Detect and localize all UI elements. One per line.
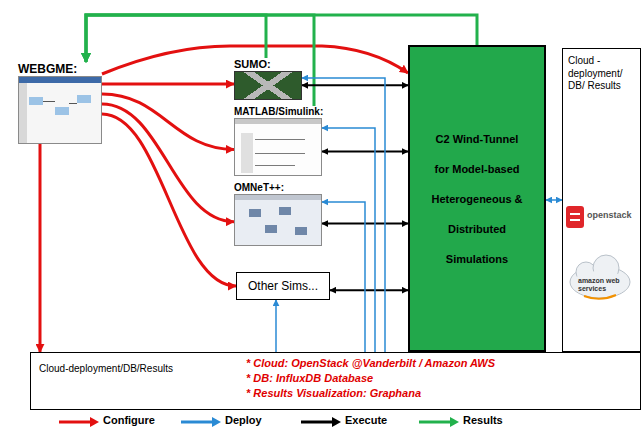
- legend-arrow: [58, 416, 100, 428]
- legend-item: Deploy: [180, 414, 262, 426]
- legend-item: Execute: [300, 414, 387, 426]
- logo-name: openstack: [587, 211, 639, 221]
- tool-screenshot: [234, 71, 302, 100]
- connector: [39, 144, 42, 352]
- connector: [102, 114, 236, 286]
- matlab-simulator: MATLAB/Simulink:: [234, 106, 322, 176]
- legend-swatch: [418, 414, 460, 426]
- bullet-note: * DB: InfluxDB Database: [246, 372, 373, 384]
- cloud-results-box: Cloud-deployment/DB/Results * Cloud: Open…: [30, 352, 641, 410]
- bullet-note: * Results Visualization: Graphana: [246, 387, 421, 399]
- legend-text: Execute: [345, 414, 387, 426]
- legend-text: Configure: [103, 414, 155, 426]
- openstack-logo: [566, 206, 584, 228]
- connector: [86, 15, 266, 62]
- aws-cloud-logo: [570, 255, 630, 299]
- legend-swatch: [58, 414, 100, 426]
- legend-arrow: [180, 416, 222, 428]
- connector: [102, 83, 234, 86]
- legend-item: Results: [418, 414, 503, 426]
- legend-swatch: [180, 414, 222, 426]
- cloud-panel: Cloud -deployment/ DB/ Results: [562, 48, 641, 352]
- connector: [330, 289, 408, 291]
- connector: [102, 46, 408, 74]
- legend-item: Configure: [58, 414, 155, 426]
- legend-arrow: [300, 416, 342, 428]
- other-sims-box: Other Sims...: [236, 272, 330, 300]
- tool-label: SUMO:: [234, 58, 302, 71]
- connector: [322, 151, 408, 153]
- legend-swatch: [300, 414, 342, 426]
- connector: [86, 15, 314, 106]
- tool-label: MATLAB/Simulink:: [234, 106, 322, 118]
- sumo-simulator: SUMO:: [234, 58, 302, 100]
- connector: [546, 199, 562, 201]
- box-title: Cloud-deployment/DB/Results: [39, 363, 173, 374]
- connector: [322, 128, 375, 352]
- tool-label: WEBGME:: [18, 62, 102, 76]
- legend-text: Deploy: [225, 414, 262, 426]
- legend-arrow: [418, 416, 460, 428]
- c2-wind-tunnel-box: C2 Wind-Tunnel for Model-based Heterogen…: [408, 45, 546, 352]
- tool-label: OMNeT++:: [234, 182, 322, 194]
- box-title: C2 Wind-Tunnel for Model-based Heterogen…: [431, 124, 523, 274]
- bullet-note: * Cloud: OpenStack @Vanderbilt / Amazon …: [246, 357, 495, 369]
- webgme-tool: WEBGME:: [18, 62, 102, 144]
- tool-screenshot: [234, 194, 322, 246]
- tool-screenshot: [234, 118, 322, 176]
- legend-text: Results: [463, 414, 503, 426]
- connector: [275, 300, 277, 352]
- connector: [302, 84, 408, 86]
- box-label: Other Sims...: [248, 279, 318, 293]
- logo-name: amazon web services: [578, 277, 624, 292]
- omnet-simulator: OMNeT++:: [234, 182, 322, 246]
- tool-screenshot: [18, 76, 102, 144]
- panel-title: Cloud -deployment/ DB/ Results: [563, 49, 640, 93]
